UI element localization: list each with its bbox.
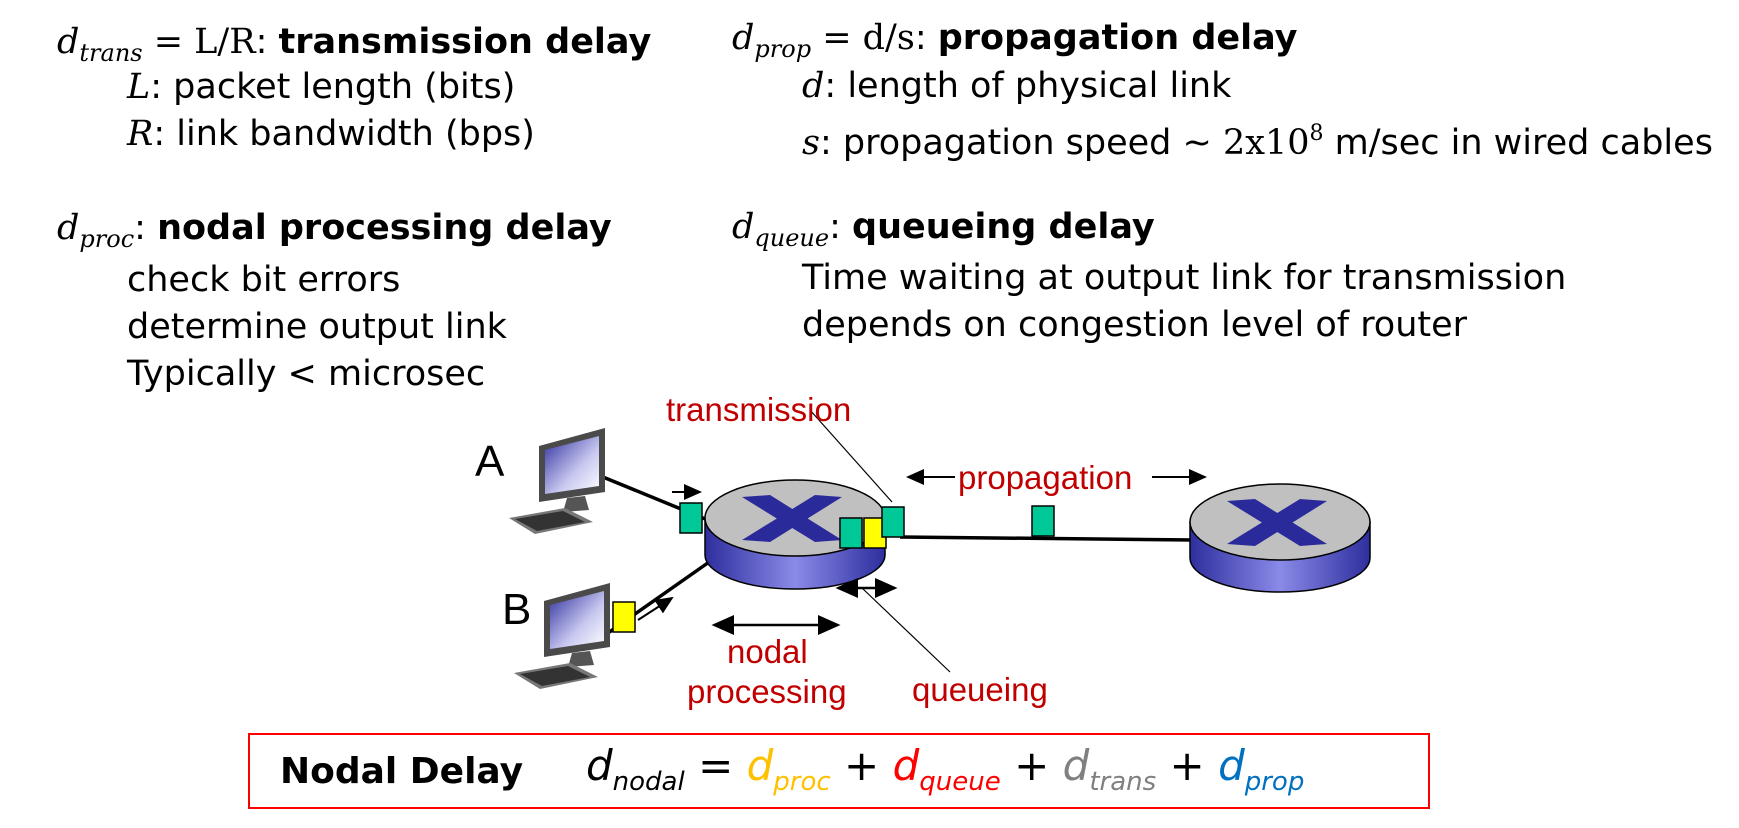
prop-item-d: d: length of physical link: [802, 66, 1232, 106]
computer-a-icon: [509, 428, 605, 534]
router-2-cross-icon: [1227, 499, 1327, 546]
link-router-router: [899, 535, 1196, 542]
packet-propagating: [1031, 505, 1055, 537]
transmission-leader-line: [809, 409, 893, 503]
packet-a-arriving: [679, 502, 703, 534]
d-prop-equation: = d/s: [811, 18, 915, 58]
host-a-label: A: [475, 437, 505, 486]
propagation-label: propagation: [958, 459, 1133, 496]
host-b-label: B: [502, 585, 532, 634]
proc-item: check bit errors: [127, 260, 401, 300]
queue-item: depends on congestion level of router: [802, 305, 1468, 345]
router-1-cross-icon: [742, 495, 842, 542]
packet-queued-green: [839, 517, 863, 549]
d-prop-symbol: dprop: [732, 18, 812, 63]
d-proc-symbol: dproc: [57, 208, 135, 253]
computer-b-icon: [514, 583, 610, 689]
d-trans-equation: = L/R: [142, 22, 256, 62]
formula-term-queue: dqueue: [892, 741, 1001, 797]
formula-term-prop: dprop: [1218, 741, 1305, 797]
formula-lhs: dnodal: [586, 741, 685, 797]
proc-item: Typically < microsec: [127, 354, 486, 394]
formula-term-proc: dproc: [746, 741, 831, 797]
queue-item: Time waiting at output link for transmis…: [802, 258, 1567, 298]
speed-value: 2x108: [1222, 121, 1324, 163]
queueing-leader-line: [861, 587, 951, 673]
d-queue-symbol: dqueue: [732, 207, 830, 252]
formula-term-trans: dtrans: [1062, 741, 1157, 797]
queueing-delay-title: queueing delay: [852, 207, 1155, 247]
processing-delay-heading: dproc: nodal processing delay: [57, 208, 612, 253]
processing-delay-title: nodal processing delay: [157, 208, 612, 248]
proc-item: determine output link: [127, 307, 507, 347]
queueing-delay-heading: dqueue: queueing delay: [732, 207, 1155, 252]
transmission-label: transmission: [666, 391, 852, 428]
nodal-processing-label-line2: processing: [687, 673, 847, 710]
router-2-icon: [1189, 483, 1371, 593]
arrow-b-direction: [637, 596, 674, 621]
nodal-delay-formula-box: Nodal Delay dnodal = dproc + dqueue + dt…: [248, 733, 1430, 809]
nodal-delay-title: Nodal Delay: [280, 751, 524, 792]
propagation-delay-title: propagation delay: [937, 18, 1298, 58]
propagation-delay-heading: dprop = d/s: propagation delay: [732, 18, 1298, 63]
packet-b-arriving: [612, 601, 636, 633]
nodal-processing-label-line1: nodal: [727, 633, 808, 670]
trans-item-l: L: packet length (bits): [127, 67, 516, 107]
trans-item-r: R: link bandwidth (bps): [127, 114, 535, 154]
prop-item-s: s: propagation speed ~ 2x108 m/sec in wi…: [802, 121, 1713, 163]
queueing-label: queueing: [912, 671, 1048, 708]
packet-transmitting: [881, 506, 905, 538]
nodal-delay-formula: dnodal = dproc + dqueue + dtrans + dprop: [586, 741, 1305, 797]
transmission-delay-title: transmission delay: [278, 22, 652, 62]
transmission-delay-heading: dtrans = L/R: transmission delay: [57, 22, 652, 67]
d-trans-symbol: dtrans: [57, 22, 143, 67]
